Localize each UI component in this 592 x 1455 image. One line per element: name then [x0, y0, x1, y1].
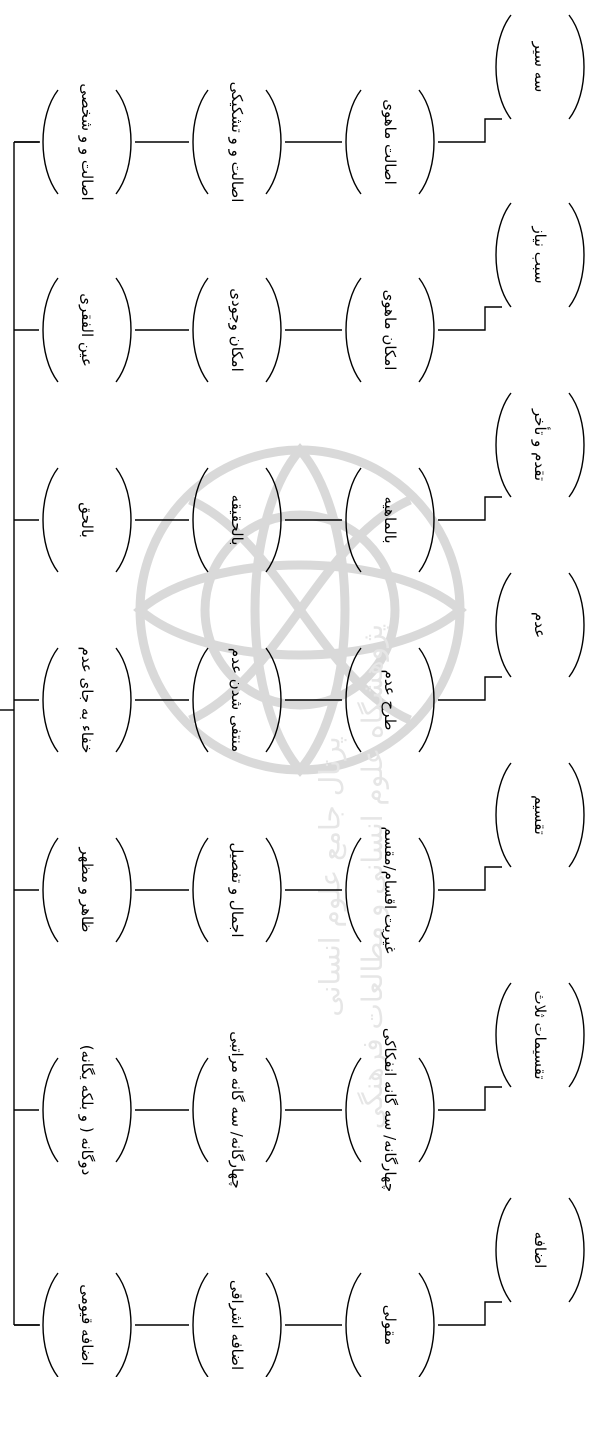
- bracket-right-c2-r5: [265, 837, 282, 943]
- bracket-group: [14, 14, 585, 1377]
- bracket-left-c3-r1: [345, 89, 362, 195]
- bracket-left-c2-r2: [192, 277, 209, 383]
- bracket-right-c4-r7: [568, 1197, 585, 1303]
- bracket-right-c3-r7: [418, 1272, 435, 1377]
- node-label-c3-r7: مقولی: [381, 1304, 399, 1346]
- watermark-logo: [133, 443, 467, 777]
- bracket-right-c1-r7: [115, 1272, 132, 1377]
- connector-c3-c4-r1: [438, 118, 502, 143]
- connector-c3-c4-r2: [438, 306, 502, 331]
- bracket-right-c3-r2: [418, 277, 435, 383]
- bracket-left-c1-r6: [42, 1057, 59, 1163]
- bracket-right-c3-r4: [418, 647, 435, 753]
- bracket-right-c1-r6: [115, 1057, 132, 1163]
- bracket-right-c2-r6: [265, 1057, 282, 1163]
- bracket-left-c4-r6: [495, 982, 512, 1088]
- bracket-left-c4-r7: [495, 1197, 512, 1303]
- bracket-left-c2-r5: [192, 837, 209, 943]
- bracket-right-c1-r2: [115, 277, 132, 383]
- bracket-right-c2-r4: [265, 647, 282, 753]
- connector-lines: [0, 14, 585, 1377]
- bracket-right-c1-r3: [115, 467, 132, 573]
- bracket-left-c3-r3: [345, 467, 362, 573]
- bracket-left-c1-r2: [42, 277, 59, 383]
- bracket-right-c1-r1: [115, 89, 132, 195]
- bracket-left-c3-r4: [345, 647, 362, 753]
- bracket-left-c3-r7: [345, 1272, 362, 1377]
- bracket-right-c2-r1: [265, 89, 282, 195]
- bracket-right-c4-r2: [568, 202, 585, 308]
- bracket-right-c3-r6: [418, 1057, 435, 1163]
- bracket-left-c3-r2: [345, 277, 362, 383]
- bracket-left-c1-r1: [42, 89, 59, 195]
- bracket-left-c2-r6: [192, 1057, 209, 1163]
- bracket-left-c4-r1: [495, 14, 512, 120]
- bracket-left-c2-r7: [192, 1272, 209, 1377]
- bracket-left-c1-r4: [42, 647, 59, 753]
- bracket-right-c2-r7: [265, 1272, 282, 1377]
- bracket-left-c1-r3: [42, 467, 59, 573]
- connector-c3-c4-r7: [438, 1301, 502, 1326]
- node-label-c4-r7: اضافه: [531, 1231, 549, 1269]
- bracket-right-c1-r5: [115, 837, 132, 943]
- bracket-right-c4-r3: [568, 392, 585, 498]
- bracket-left-c1-r7: [42, 1272, 59, 1377]
- bracket-right-c2-r3: [265, 467, 282, 573]
- bracket-right-c3-r3: [418, 467, 435, 573]
- bracket-left-c2-r3: [192, 467, 209, 573]
- bracket-right-c3-r5: [418, 837, 435, 943]
- bracket-right-c1-r4: [115, 647, 132, 753]
- bracket-left-c4-r3: [495, 392, 512, 498]
- bracket-right-c4-r1: [568, 14, 585, 120]
- bracket-right-c4-r4: [568, 572, 585, 678]
- bracket-left-c3-r6: [345, 1057, 362, 1163]
- node-label-c2-r7: اضافه اشراقی: [228, 1279, 246, 1371]
- bracket-left-c1-r5: [42, 837, 59, 943]
- bracket-left-c4-r2: [495, 202, 512, 308]
- node-label-c1-r7: اضافه قیومی: [78, 1284, 96, 1366]
- bracket-right-c4-r5: [568, 762, 585, 868]
- connector-c3-c4-r5: [438, 866, 502, 891]
- bracket-left-c4-r4: [495, 572, 512, 678]
- bracket-right-c4-r6: [568, 982, 585, 1088]
- bracket-left-c2-r4: [192, 647, 209, 753]
- bracket-right-c2-r2: [265, 277, 282, 383]
- bracket-left-c2-r1: [192, 89, 209, 195]
- concept-diagram: پژوهشگاه علوم انسانی و مطالعات فرهنگی پر…: [0, 14, 585, 1377]
- connector-c3-c4-r6: [438, 1086, 502, 1111]
- bracket-left-c3-r5: [345, 837, 362, 943]
- connector-c3-c4-r3: [438, 496, 502, 521]
- bracket-right-c3-r1: [418, 89, 435, 195]
- connector-c3-c4-r4: [438, 676, 502, 701]
- bracket-left-c4-r5: [495, 762, 512, 868]
